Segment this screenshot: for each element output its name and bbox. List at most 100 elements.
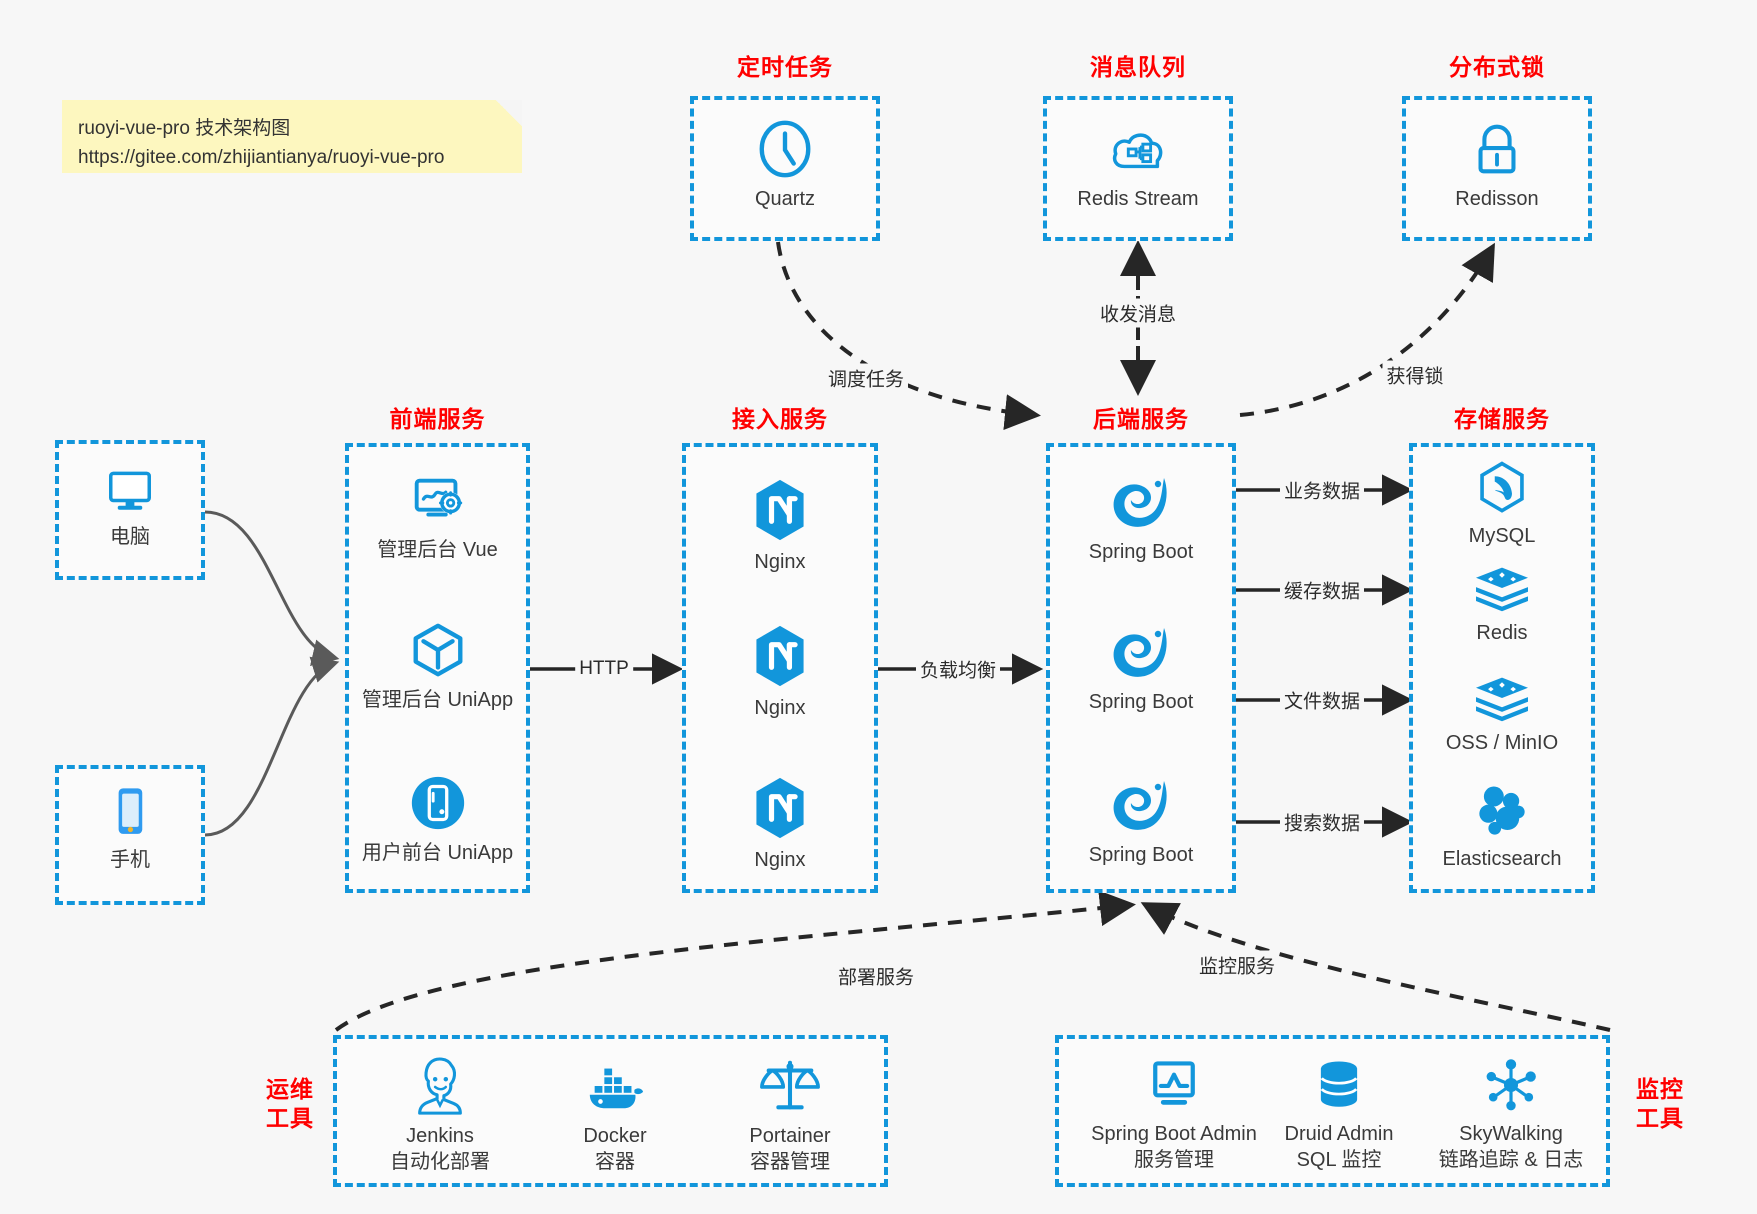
group-title-backend: 后端服务 — [1093, 406, 1189, 432]
node-label: Elasticsearch — [1442, 848, 1562, 870]
node-spring-boot-1[interactable]: Spring Boot — [1050, 469, 1232, 565]
node-label: 电脑 — [110, 526, 150, 548]
node-label: OSS / MinIO — [1445, 732, 1559, 754]
node-sublabel: 容器管理 — [750, 1151, 830, 1173]
node-nginx-2[interactable]: Nginx — [686, 623, 874, 721]
redis-stack-icon — [1476, 567, 1528, 612]
node-redisson[interactable]: Redisson — [1406, 118, 1588, 212]
group-title-devops: 运维 工具 — [255, 1075, 325, 1133]
group-title-mq: 消息队列 — [1090, 54, 1186, 80]
edge-label-biz-data: 业务数据 — [1279, 475, 1365, 505]
edge-label-mq: 收发消息 — [1095, 298, 1181, 328]
node-redis-stream[interactable]: Redis Stream — [1047, 118, 1229, 212]
group-box-frontend: 管理后台 Vue 管理后台 UniApp 用户前台 UniApp — [345, 443, 530, 893]
node-oss-minio[interactable]: OSS / MinIO — [1413, 672, 1591, 756]
node-user-uniapp[interactable]: 用户前台 UniApp — [349, 772, 526, 866]
wire-get-lock — [1239, 242, 1495, 417]
docker-whale-icon — [589, 1068, 644, 1109]
node-redis[interactable]: Redis — [1413, 562, 1591, 646]
spring-leaf-icon — [1113, 628, 1167, 677]
node-label: Quartz — [754, 188, 816, 210]
group-title-devops-line1: 运维 — [266, 1076, 314, 1102]
group-title-storage: 存储服务 — [1454, 406, 1550, 432]
node-admin-vue[interactable]: 管理后台 Vue — [349, 469, 526, 563]
node-label: 管理后台 Vue — [377, 539, 498, 561]
node-label: Spring Boot Admin — [1091, 1123, 1257, 1145]
group-title-devops-line2: 工具 — [266, 1104, 314, 1131]
node-label: Docker — [583, 1125, 647, 1147]
node-jenkins[interactable]: Jenkins 自动化部署 — [355, 1055, 525, 1175]
database-icon — [1320, 1061, 1358, 1107]
monitor-chart-icon — [1153, 1061, 1195, 1105]
note-line-2: https://gitee.com/zhijiantianya/ruoyi-vu… — [78, 147, 445, 169]
node-label: MySQL — [1468, 525, 1536, 547]
node-spring-boot-admin[interactable]: Spring Boot Admin 服务管理 — [1069, 1055, 1279, 1173]
node-label: Druid Admin — [1284, 1123, 1394, 1145]
node-label: Spring Boot — [1088, 844, 1194, 866]
node-spring-boot-2[interactable]: Spring Boot — [1050, 619, 1232, 715]
node-label: Jenkins — [406, 1125, 474, 1147]
node-skywalking[interactable]: SkyWalking 链路追踪 & 日志 — [1411, 1055, 1611, 1173]
elasticsearch-icon — [1479, 786, 1525, 835]
node-admin-uniapp[interactable]: 管理后台 UniApp — [349, 619, 526, 713]
node-label: Nginx — [754, 551, 806, 573]
cube-icon — [413, 623, 462, 677]
group-box-monitor: Spring Boot Admin 服务管理 Druid Admin SQL 监… — [1055, 1035, 1610, 1187]
edge-label-get-lock: 获得锁 — [1382, 360, 1448, 390]
edge-label-schedule: 调度任务 — [823, 363, 909, 393]
desktop-icon — [109, 471, 151, 510]
phone-icon — [118, 788, 143, 834]
node-quartz[interactable]: Quartz — [694, 118, 876, 212]
group-title-scheduler: 定时任务 — [737, 54, 833, 80]
wire-desktop-to-frontend — [204, 510, 340, 666]
node-sublabel: 服务管理 — [1134, 1149, 1214, 1171]
node-portainer[interactable]: Portainer 容器管理 — [705, 1055, 875, 1175]
group-box-devops: Jenkins 自动化部署 Docker 容器 — [333, 1035, 888, 1187]
node-elasticsearch[interactable]: Elasticsearch — [1413, 782, 1591, 872]
redis-stack-icon — [1476, 677, 1528, 722]
clock-icon — [759, 120, 811, 178]
spring-leaf-icon — [1113, 781, 1167, 830]
mobile-circle-icon — [411, 776, 464, 830]
node-docker[interactable]: Docker 容器 — [530, 1055, 700, 1175]
group-title-monitor-line2: 工具 — [1636, 1104, 1684, 1131]
node-mysql[interactable]: MySQL — [1413, 459, 1591, 549]
node-label: 用户前台 UniApp — [361, 842, 514, 864]
node-label: Spring Boot — [1088, 691, 1194, 713]
node-label: Redisson — [1455, 188, 1539, 210]
edge-label-load-balance: 负载均衡 — [915, 654, 1001, 684]
node-nginx-3[interactable]: Nginx — [686, 775, 874, 873]
node-label: Portainer — [749, 1125, 831, 1147]
group-box-backend: Spring Boot Spring Boot Spring Boot — [1046, 443, 1236, 893]
edge-label-search-data: 搜索数据 — [1279, 807, 1365, 837]
node-sublabel: 自动化部署 — [390, 1151, 490, 1173]
node-spring-boot-3[interactable]: Spring Boot — [1050, 772, 1232, 868]
node-druid-admin[interactable]: Druid Admin SQL 监控 — [1254, 1055, 1424, 1173]
node-label: Redis — [1476, 622, 1528, 644]
wire-deploy-service — [334, 890, 1136, 1032]
node-sublabel: SQL 监控 — [1296, 1149, 1382, 1171]
node-label: 管理后台 UniApp — [361, 689, 514, 711]
node-label: Nginx — [754, 697, 806, 719]
node-sublabel: 容器 — [595, 1151, 635, 1173]
node-label: Spring Boot — [1088, 541, 1194, 563]
group-box-gateway: Nginx Nginx Nginx — [682, 443, 878, 893]
group-title-monitor: 监控 工具 — [1625, 1075, 1695, 1133]
group-box-lock: Redisson — [1402, 96, 1592, 241]
edge-label-http: HTTP — [575, 657, 633, 681]
wire-phone-to-frontend — [204, 656, 340, 837]
node-label: Nginx — [754, 849, 806, 871]
node-desktop[interactable]: 电脑 — [59, 462, 201, 550]
dashboard-gear-icon — [414, 478, 462, 517]
jenkins-butler-icon — [418, 1057, 462, 1115]
group-box-client-phone: 手机 — [55, 765, 205, 905]
nginx-icon — [756, 625, 804, 687]
mysql-dolphin-icon — [1480, 461, 1524, 513]
cloud-stream-icon — [1112, 133, 1163, 169]
title-sticky-note: ruoyi-vue-pro 技术架构图 https://gitee.com/zh… — [62, 100, 522, 173]
edge-label-monitor: 监控服务 — [1194, 950, 1280, 980]
group-box-storage: MySQL Redis — [1409, 443, 1595, 893]
node-nginx-1[interactable]: Nginx — [686, 477, 874, 575]
node-phone[interactable]: 手机 — [59, 783, 201, 873]
